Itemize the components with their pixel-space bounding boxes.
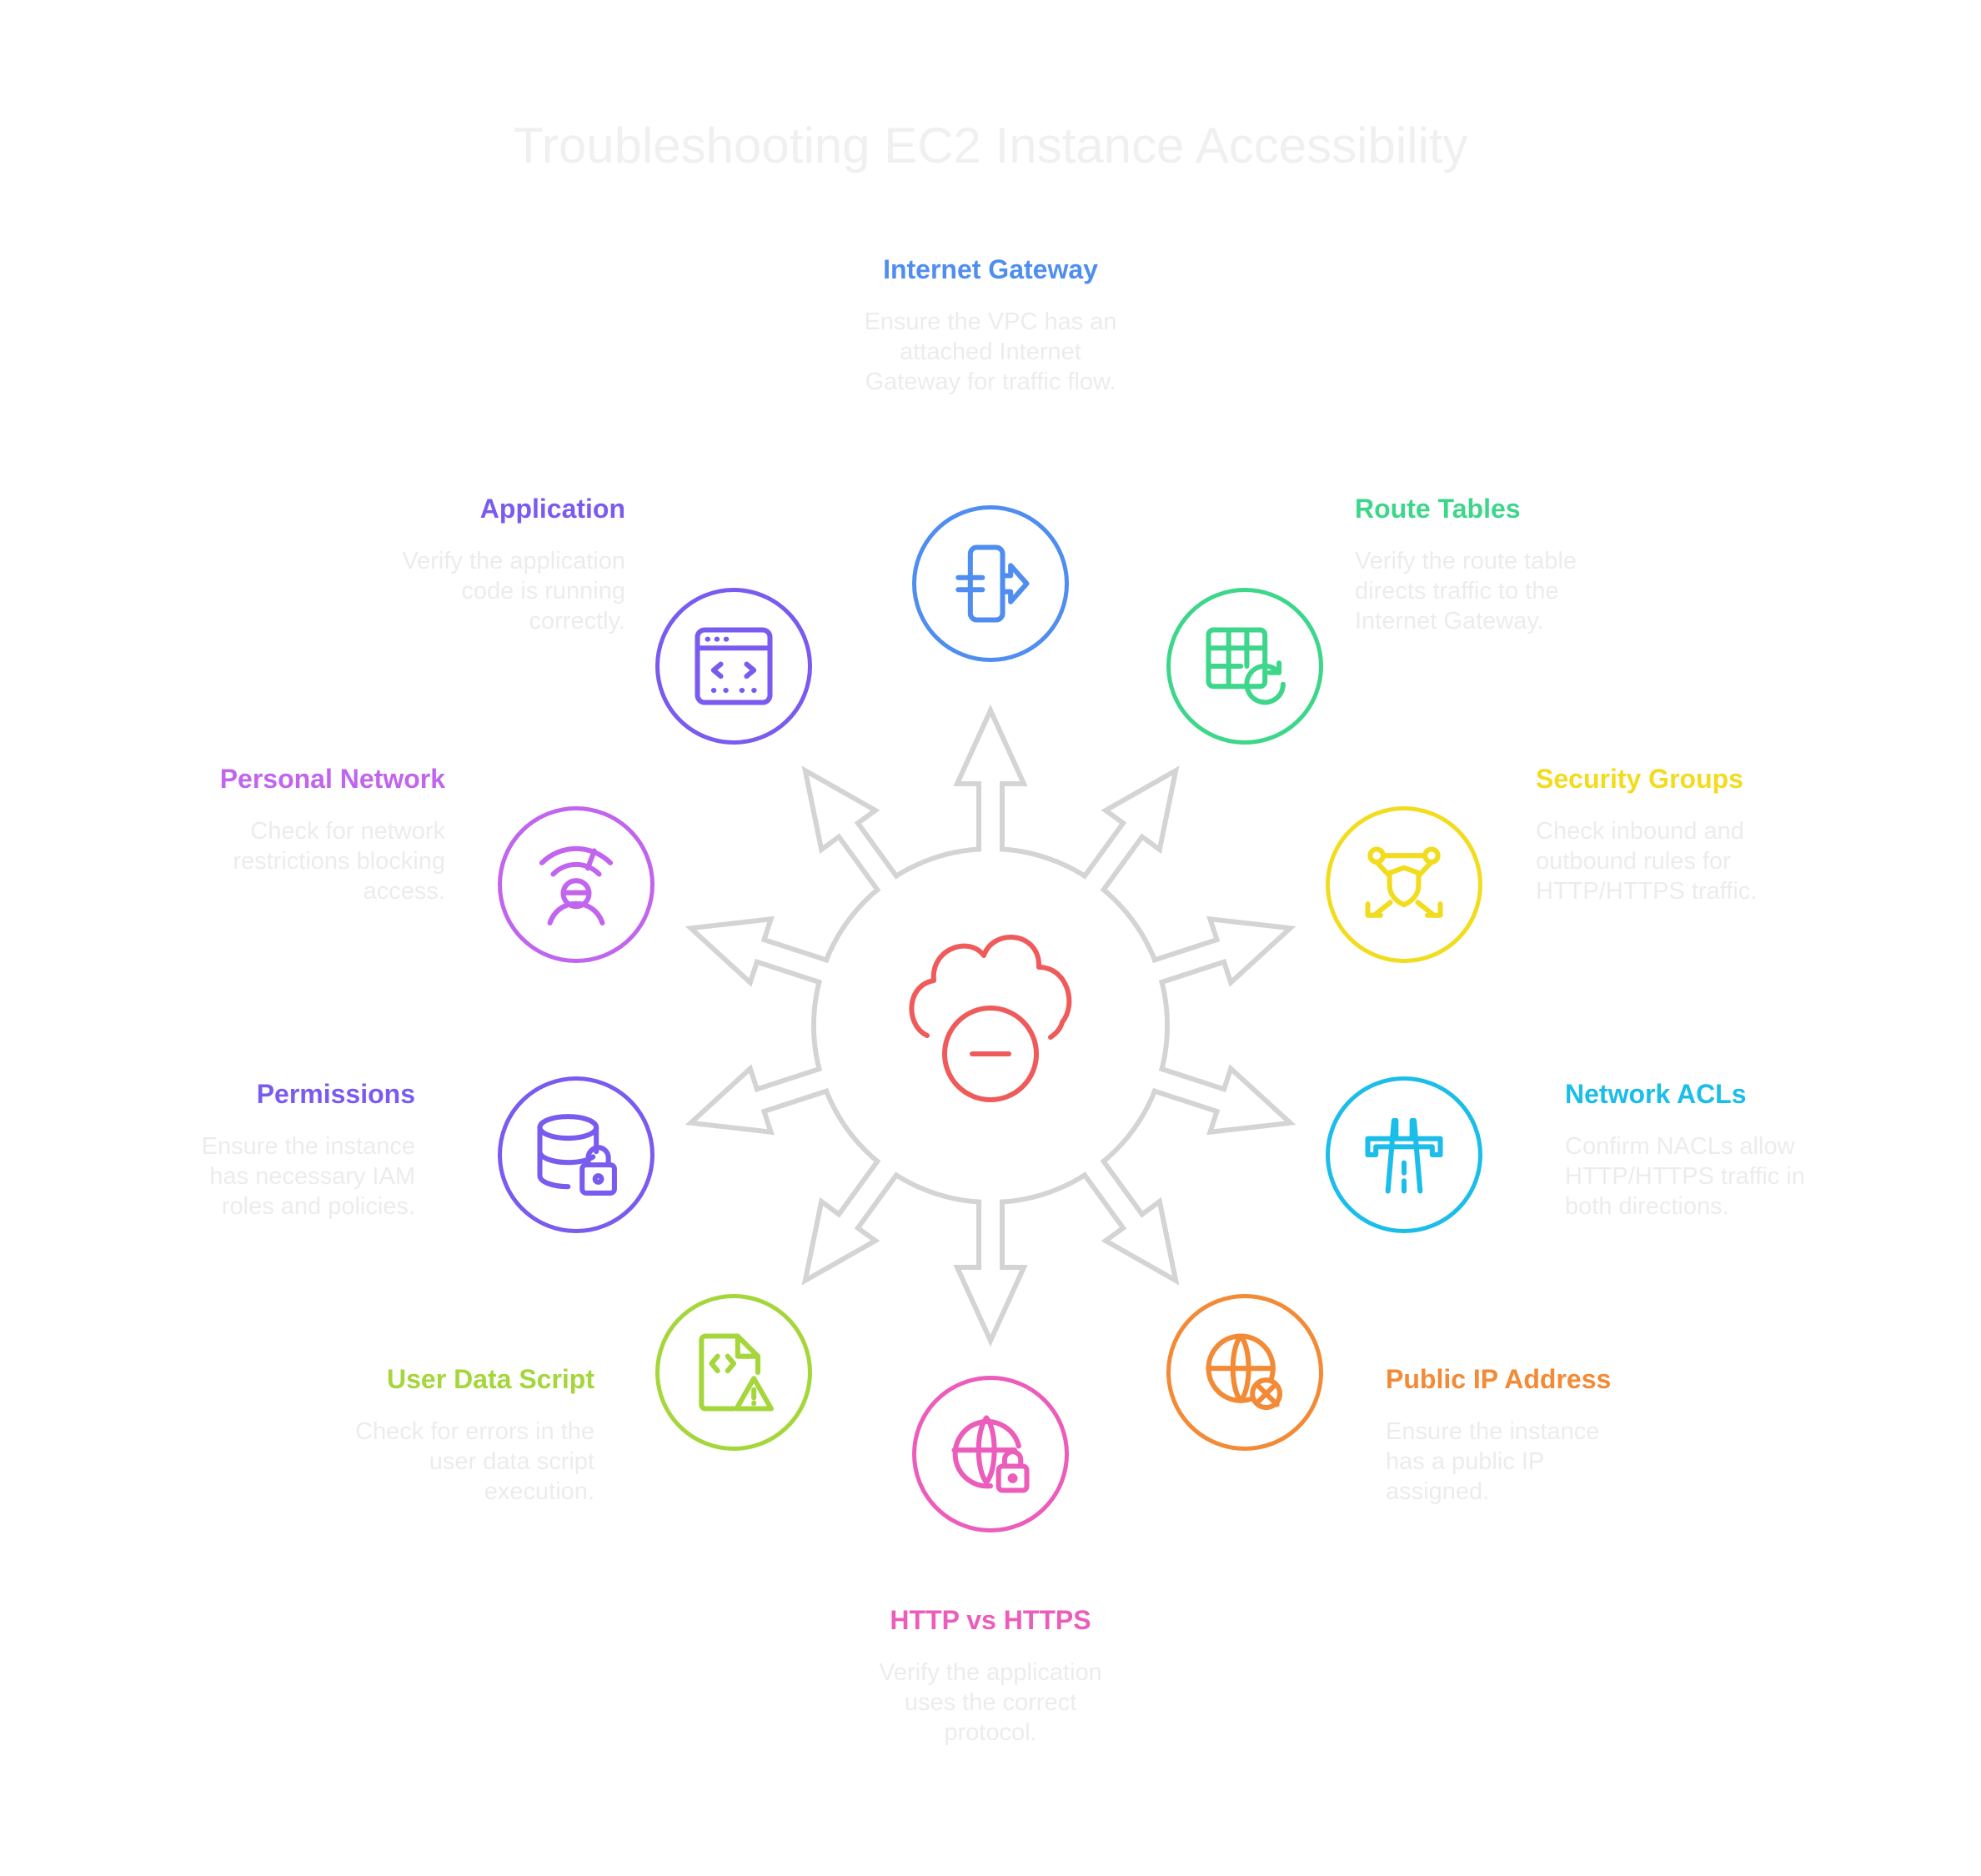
hub-arrow-personal-network [685, 915, 839, 989]
label-desc-network-acls: Confirm NACLs allow HTTP/HTTPS traffic i… [1565, 1133, 1805, 1220]
exit-door-icon [955, 544, 1030, 623]
hub-inner [816, 851, 1165, 1200]
highway-gate-icon [1365, 1117, 1443, 1194]
label-title-route-tables: Route Tables [1355, 494, 1521, 524]
hub-arrow-security-groups [1142, 915, 1296, 989]
page-title: Troubleshooting EC2 Instance Accessibili… [513, 118, 1468, 173]
label-desc-application: Verify the application code is running c… [402, 548, 625, 635]
label-desc-internet-gateway: Ensure the VPC has an attached Internet … [864, 308, 1117, 395]
label-title-application: Application [479, 494, 625, 524]
label-title-permissions: Permissions [256, 1079, 415, 1109]
label-desc-http-https: Verify the application uses the correct … [879, 1659, 1102, 1746]
node-route-tables[interactable] [1166, 588, 1323, 745]
globe-off-icon [1206, 1333, 1283, 1411]
node-http-https[interactable] [912, 1376, 1069, 1532]
hub-arrow-route-tables [1076, 765, 1180, 901]
label-title-network-acls: Network ACLs [1565, 1079, 1747, 1109]
shield-network-icon [1365, 846, 1443, 918]
hub-arrow-user-data [801, 1150, 905, 1286]
node-user-data[interactable] [655, 1294, 812, 1451]
node-network-acls[interactable] [1326, 1076, 1482, 1233]
label-title-personal-network: Personal Network [219, 764, 445, 794]
label-title-internet-gateway: Internet Gateway [883, 254, 1098, 284]
label-title-security-groups: Security Groups [1536, 764, 1743, 794]
node-personal-network[interactable] [498, 806, 654, 963]
label-title-http-https: HTTP vs HTTPS [890, 1605, 1091, 1635]
hub-arrow-internet-gateway [953, 704, 1028, 861]
code-file-warning-icon [699, 1333, 774, 1412]
label-desc-personal-network: Check for network restrictions blocking … [233, 818, 445, 905]
label-desc-permissions: Ensure the instance has necessary IAM ro… [201, 1133, 415, 1220]
cloud-minus-icon [909, 935, 1072, 1102]
node-public-ip[interactable] [1166, 1294, 1323, 1451]
browser-code-icon [695, 627, 773, 705]
hub-arrow-application [801, 765, 905, 901]
hub-arrow-http-https [953, 1190, 1028, 1347]
label-desc-security-groups: Check inbound and outbound rules for HTT… [1536, 818, 1758, 905]
label-desc-user-data: Check for errors in the user data script… [355, 1418, 594, 1505]
hub-arrow-network-acls [1142, 1062, 1296, 1136]
node-permissions[interactable] [498, 1076, 654, 1233]
hub-arrow-permissions [685, 1062, 839, 1136]
label-title-public-ip: Public IP Address [1386, 1364, 1612, 1394]
hub-arrow-public-ip [1076, 1150, 1180, 1286]
table-refresh-icon [1206, 627, 1286, 705]
node-application[interactable] [655, 588, 812, 745]
node-security-groups[interactable] [1326, 806, 1482, 963]
label-desc-public-ip: Ensure the instance has a public IP assi… [1386, 1418, 1600, 1505]
label-http-https: HTTP vs HTTPS Verify the application uses… [815, 1605, 1166, 1748]
user-wifi-icon [539, 845, 614, 925]
label-desc-route-tables: Verify the route table directs traffic t… [1355, 548, 1577, 635]
database-lock-icon [537, 1114, 617, 1196]
node-internet-gateway[interactable] [912, 505, 1069, 662]
globe-lock-icon [951, 1415, 1030, 1493]
label-title-user-data: User Data Script [387, 1364, 594, 1394]
